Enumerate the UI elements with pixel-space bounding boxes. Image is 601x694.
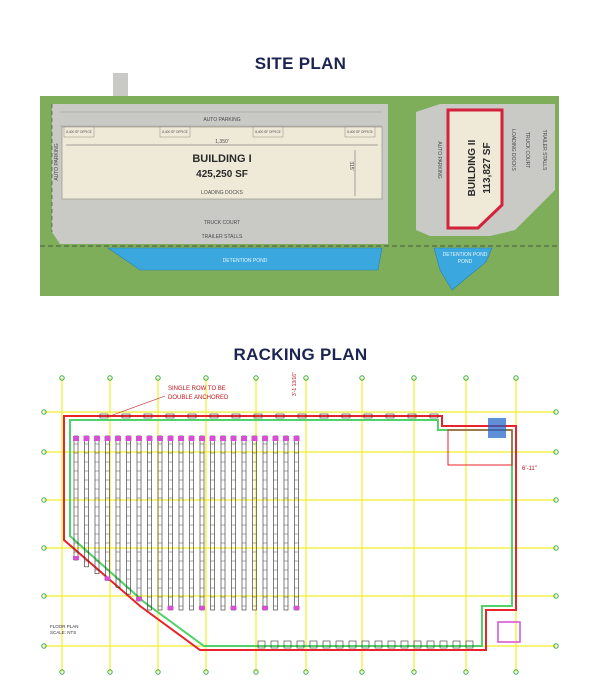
office-label-3: 8,400 SF OFFICE (255, 130, 281, 134)
site-plan-title: SITE PLAN (254, 54, 347, 73)
trailer-stalls-b2: TRAILER STALLS (541, 130, 547, 171)
trailer-stalls: TRAILER STALLS (202, 234, 243, 240)
auto-parking-top: AUTO PARKING (203, 117, 240, 123)
building2-name: BUILDING II (467, 139, 478, 196)
b2-loading-docks: LOADING DOCKS (510, 129, 516, 171)
b1-depth-dimension: 315' (348, 161, 354, 170)
detention-pond-2 (433, 247, 493, 291)
auto-parking-b2: AUTO PARKING (436, 141, 442, 178)
access-road (113, 73, 128, 96)
building2-footprint (446, 108, 504, 230)
building1-offices (63, 126, 376, 138)
detention-pond-1 (107, 247, 383, 271)
racking-plan-title: RACKING PLAN (233, 345, 368, 364)
office-label-1: 8,400 SF OFFICE (66, 130, 92, 134)
truck-court-b2: TRUCK COURT (524, 132, 530, 168)
truck-court: TRUCK COURT (204, 220, 240, 226)
office-label-2: 8,400 SF OFFICE (162, 130, 188, 134)
building1-area: 425,250 SF (196, 169, 248, 180)
b1-loading-docks: LOADING DOCKS (201, 190, 243, 196)
building1-name: BUILDING I (192, 153, 251, 165)
auto-parking-left: AUTO PARKING (54, 143, 60, 180)
svg-text:POND: POND (458, 259, 473, 265)
building1-footprint (61, 126, 383, 200)
detention-pond-1-label: DETENTION POND (223, 258, 268, 264)
detention-pond-2-label: DETENTION POND (443, 252, 488, 258)
office-label-4: 8,400 SF OFFICE (347, 130, 373, 134)
b1-width-dimension: 1,350' (215, 139, 229, 145)
building2-area: 113,827 SF (482, 142, 493, 193)
